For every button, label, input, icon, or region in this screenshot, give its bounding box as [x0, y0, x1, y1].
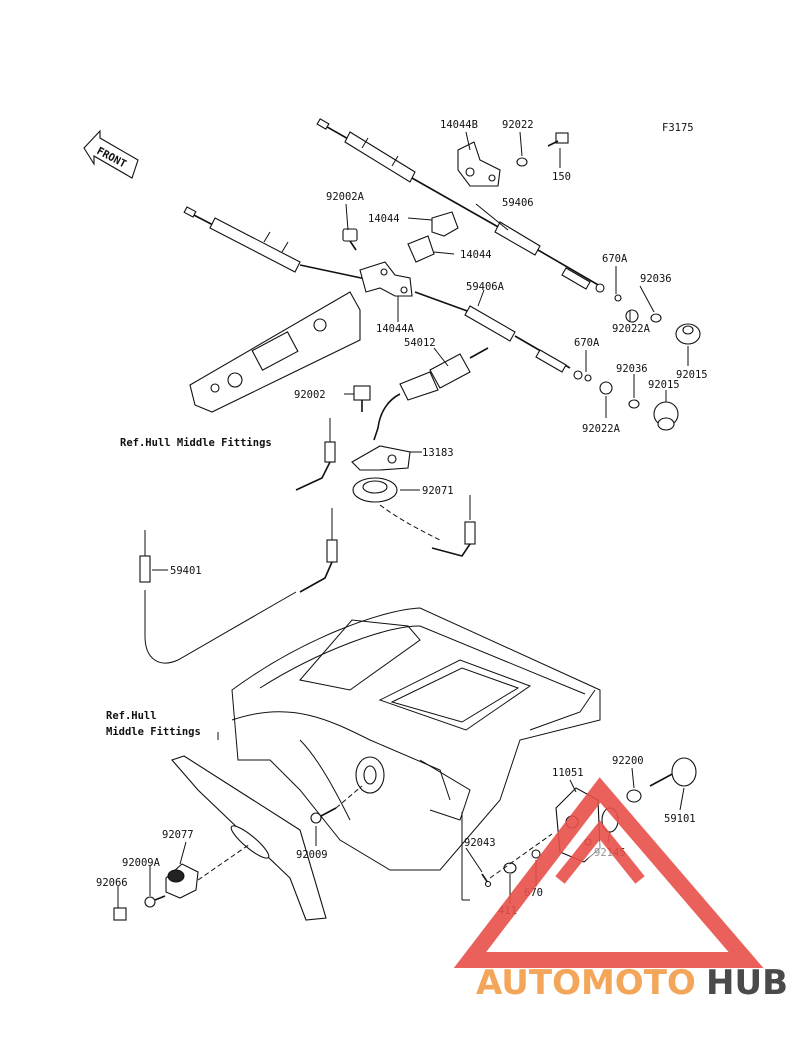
pin-92043 [481, 873, 492, 888]
part-label-670A-1: 670A [602, 253, 628, 265]
screw-92009 [310, 807, 337, 824]
part-label-92036-1: 92036 [640, 273, 672, 285]
watermark-text-part2: HUB [706, 963, 788, 1003]
part-label-54012: 54012 [404, 337, 436, 349]
part-label-59406: 59406 [502, 197, 534, 209]
figure-code: F3175 [662, 122, 694, 134]
clamp-14044-mid [407, 235, 435, 263]
screw-92009A [144, 895, 166, 908]
grommet-92071 [352, 477, 398, 503]
ring-670A-1 [614, 294, 622, 302]
ref-label-hull-line2: Middle Fittings [106, 726, 201, 738]
part-label-14044-top: 14044 [368, 213, 400, 225]
ref-cable-left [295, 418, 336, 491]
plug-92066 [113, 907, 127, 921]
part-label-92200: 92200 [612, 755, 644, 767]
part-label-14044B: 14044B [440, 119, 478, 131]
part-label-14044A: 14044A [376, 323, 415, 335]
cable-54012 [373, 347, 489, 441]
bracket-14044B [457, 141, 501, 187]
part-label-92009: 92009 [296, 849, 328, 861]
bracket-14044A [359, 261, 413, 297]
part-label-92002: 92002 [294, 389, 326, 401]
part-label-92043: 92043 [464, 837, 496, 849]
plate-13183 [351, 445, 411, 471]
part-label-92066: 92066 [96, 877, 128, 889]
washer-92022A-2 [599, 381, 613, 395]
bolt-92002 [353, 385, 371, 412]
ring-670 [531, 849, 541, 859]
part-label-92022A-1: 92022A [612, 323, 651, 335]
side-panel [171, 755, 327, 921]
bolt-150 [547, 132, 569, 147]
cap-92077 [165, 863, 199, 899]
ring-670A-2 [584, 374, 592, 382]
hull-body [231, 607, 601, 871]
part-label-92077: 92077 [162, 829, 194, 841]
washer-92036-1 [650, 313, 662, 323]
washer-92200 [626, 789, 642, 803]
part-label-14044-mid: 14044 [460, 249, 492, 261]
ref-label-hull-line1: Ref.Hull [106, 710, 157, 722]
washer-92036-2 [628, 399, 640, 409]
part-label-92002A: 92002A [326, 191, 365, 203]
nut-92015-1 [675, 323, 701, 345]
part-label-11051: 11051 [552, 767, 584, 779]
leader-lines [117, 131, 689, 908]
ref-label-hull-middle-1: Ref.Hull Middle Fittings [120, 437, 272, 449]
part-labels: 14044B 92022 150 92002A 14044 59406 1404… [96, 119, 708, 917]
ref-cable-right [431, 495, 476, 557]
part-label-92009A: 92009A [122, 857, 161, 869]
cable-59401 [139, 508, 338, 664]
clamp-14044-top [431, 211, 459, 237]
watermark-text-part1: AUTOMOTO [476, 963, 696, 1003]
part-label-92022: 92022 [502, 119, 534, 131]
part-label-13183: 13183 [422, 447, 454, 459]
cable-59406 [316, 118, 605, 293]
part-label-92071: 92071 [422, 485, 454, 497]
bolt-92002A [342, 228, 358, 251]
watermark-logo [453, 777, 764, 968]
washer-411 [503, 862, 517, 874]
front-arrow-icon: FRONT [83, 129, 139, 179]
washer-92022A-1 [625, 309, 639, 323]
part-label-670A-2: 670A [574, 337, 600, 349]
part-label-150: 150 [552, 171, 571, 183]
washer-92022 [516, 157, 528, 167]
console-panel [189, 291, 361, 413]
part-label-92015-2: 92015 [648, 379, 680, 391]
part-label-59101: 59101 [664, 813, 696, 825]
part-label-92022A-2: 92022A [582, 423, 621, 435]
knob-59101 [649, 757, 697, 787]
part-label-59401: 59401 [170, 565, 202, 577]
part-label-92036-2: 92036 [616, 363, 648, 375]
part-label-92015-1: 92015 [676, 369, 708, 381]
cable-59406A [183, 206, 583, 380]
part-label-59406A: 59406A [466, 281, 505, 293]
nut-92015-2 [653, 401, 679, 431]
